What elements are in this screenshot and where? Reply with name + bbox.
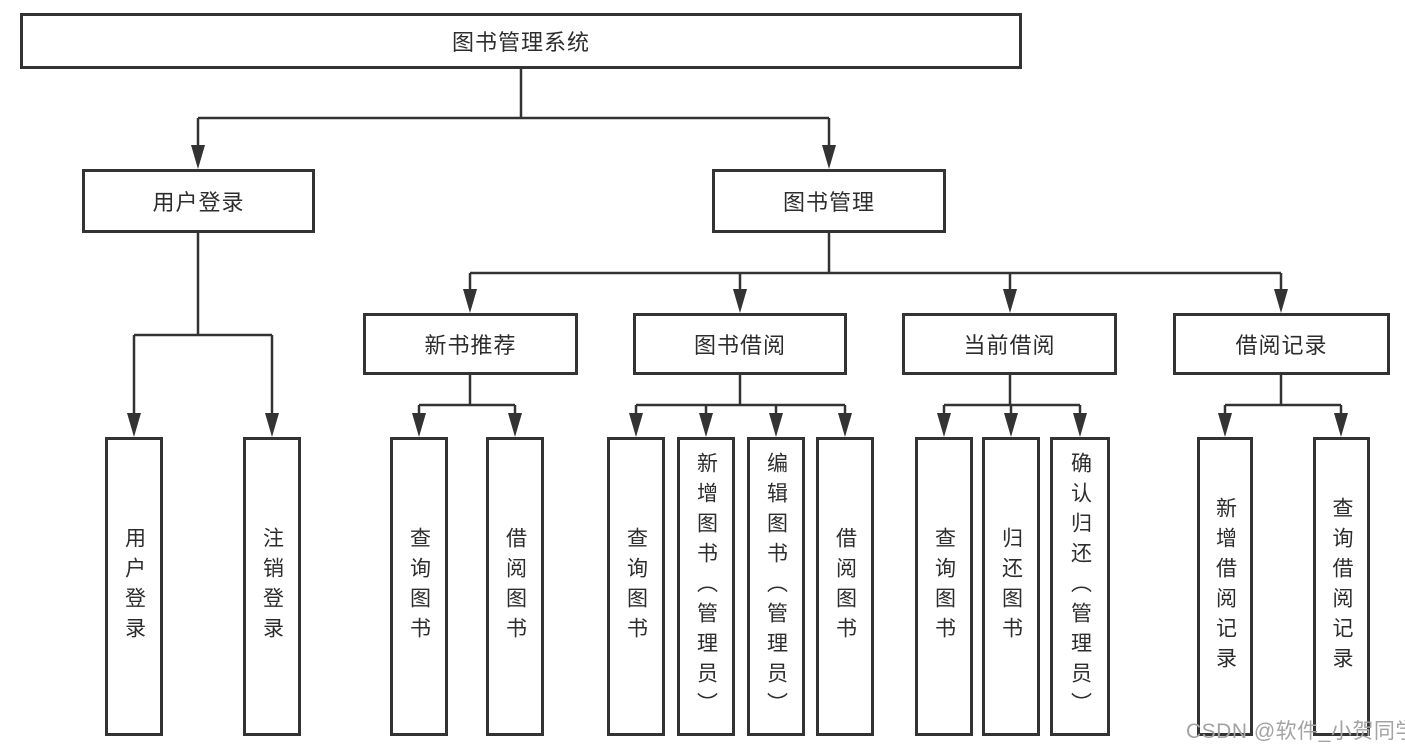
- node-label: 图书借阅: [693, 333, 786, 358]
- leaf-confirm-return-admin: 确认归还（管理员）: [1050, 437, 1110, 736]
- leaf-logout: 注销登录: [243, 437, 301, 736]
- leaf-query-books-recommend: 查询图书: [390, 437, 448, 736]
- leaf-user-login: 用户登录: [105, 437, 163, 736]
- node-borrow-records: 借阅记录: [1173, 313, 1390, 375]
- leaf-label: 编辑图书（管理员）: [764, 451, 788, 722]
- leaf-label: 归还图书: [999, 526, 1023, 647]
- node-new-book-recommend: 新书推荐: [363, 313, 578, 375]
- node-root-system: 图书管理系统: [20, 13, 1022, 69]
- leaf-borrow-books-recommend: 借阅图书: [486, 437, 544, 736]
- node-label: 新书推荐: [424, 333, 517, 358]
- leaf-borrow-books: 借阅图书: [816, 437, 874, 736]
- node-book-borrow: 图书借阅: [633, 313, 847, 375]
- node-label: 图书管理: [782, 190, 875, 215]
- csdn-watermark: CSDN @软件_小贺同学: [1186, 720, 1405, 743]
- leaf-add-books-admin: 新增图书（管理员）: [677, 437, 735, 736]
- node-label: 用户登录: [152, 190, 245, 215]
- leaf-add-borrow-record: 新增借阅记录: [1197, 437, 1253, 736]
- leaf-label: 查询借阅记录: [1330, 496, 1353, 677]
- node-label: 图书管理系统: [451, 30, 590, 55]
- leaf-query-borrow-record: 查询借阅记录: [1313, 437, 1370, 736]
- leaf-label: 借阅图书: [833, 526, 857, 647]
- leaf-label: 查询图书: [407, 526, 431, 647]
- node-label: 当前借阅: [963, 333, 1056, 358]
- leaf-return-books: 归还图书: [982, 437, 1040, 736]
- leaf-query-books-current: 查询图书: [915, 437, 973, 736]
- leaf-label: 借阅图书: [503, 526, 527, 647]
- arrowheads: [127, 145, 1348, 437]
- node-current-borrow: 当前借阅: [902, 313, 1117, 375]
- leaf-label: 确认归还（管理员）: [1068, 451, 1092, 722]
- leaf-edit-books-admin: 编辑图书（管理员）: [747, 437, 805, 736]
- node-label: 借阅记录: [1235, 333, 1328, 358]
- leaf-query-books-borrow: 查询图书: [607, 437, 665, 736]
- node-book-management: 图书管理: [712, 169, 946, 233]
- leaf-label: 新增借阅记录: [1213, 496, 1237, 677]
- leaf-label: 查询图书: [624, 526, 648, 647]
- leaf-label: 注销登录: [260, 526, 284, 647]
- leaf-label: 新增图书（管理员）: [694, 451, 718, 722]
- leaf-label: 查询图书: [932, 526, 956, 647]
- leaf-label: 用户登录: [122, 526, 146, 647]
- node-user-login: 用户登录: [82, 169, 315, 233]
